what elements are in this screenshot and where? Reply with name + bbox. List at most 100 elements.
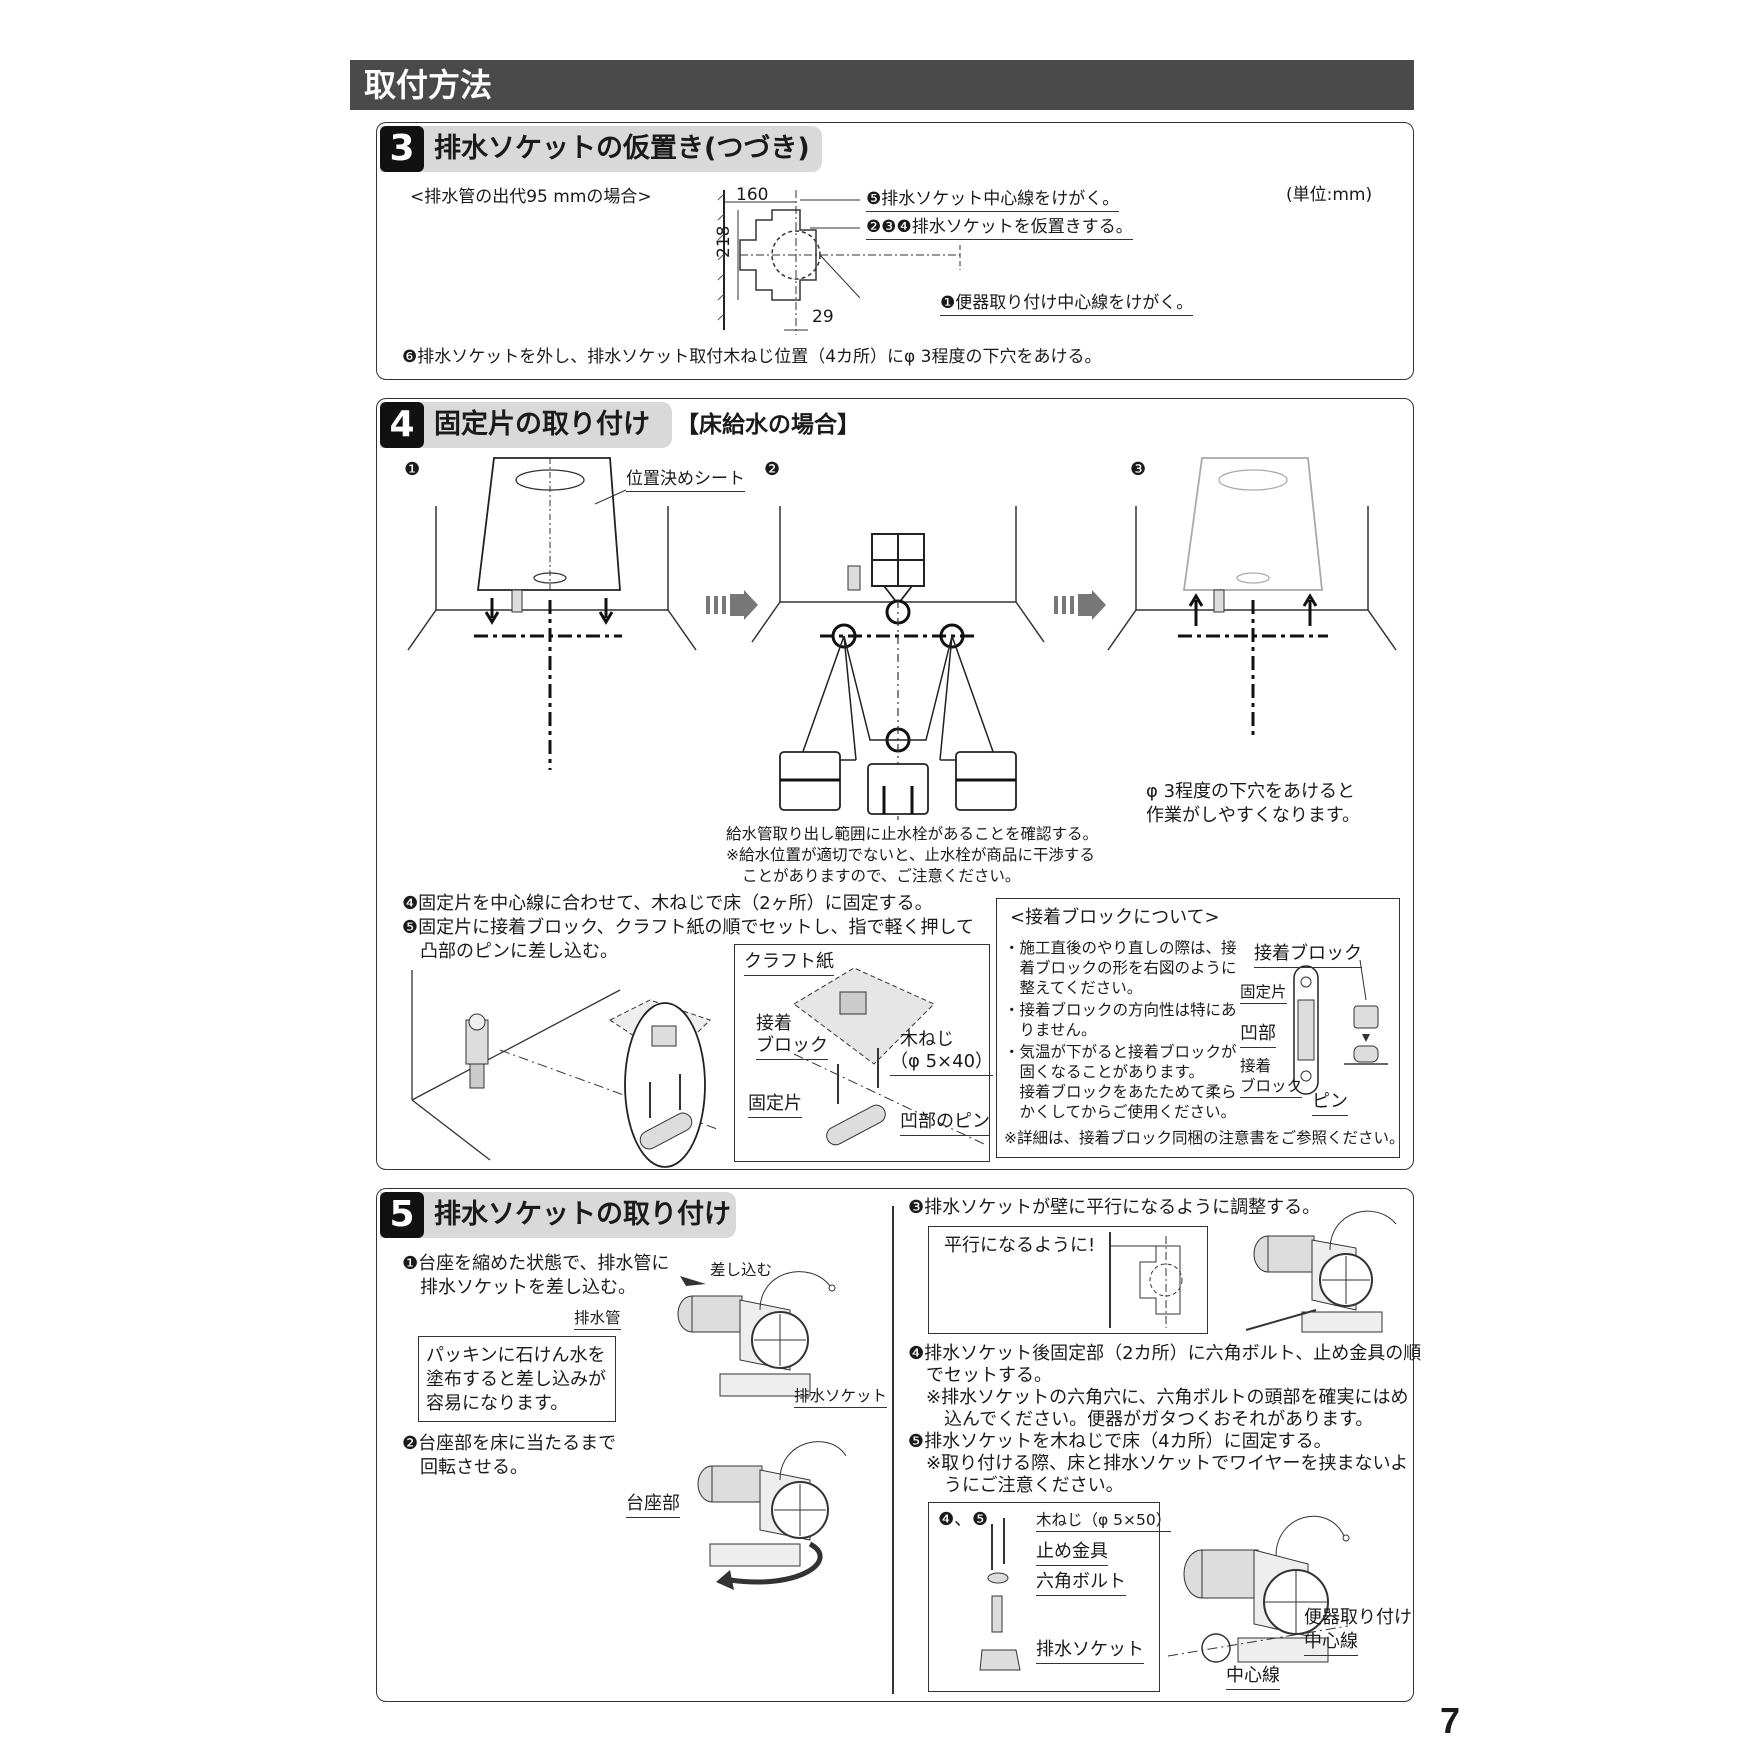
label-base: 台座部 bbox=[626, 1492, 680, 1518]
base-rotate-diagram bbox=[697, 1441, 847, 1590]
step4-instruction-4: ❹固定片を中心線に合わせて、木ねじで床（2ヶ所）に固定する。 bbox=[402, 893, 933, 914]
packing-note-0: パッキンに石けん水を bbox=[426, 1345, 606, 1366]
water-note-2: ※給水位置が適切でないと、止水栓が商品に干渉する bbox=[726, 846, 1095, 864]
step5-instr-4c: ※排水ソケットの六角穴に、六角ボルトの頭部を確実にはめ bbox=[926, 1387, 1409, 1408]
callout-5: ❺排水ソケット中心線をけがく。 bbox=[866, 188, 1120, 212]
block-line-3: ・接着ブロックの方向性は特にあ bbox=[1004, 1001, 1237, 1019]
water-note-3: ことがありますので、ご注意ください。 bbox=[742, 867, 1021, 885]
step3-socket-diagram bbox=[717, 190, 961, 335]
label-insert: 差し込む bbox=[710, 1261, 773, 1279]
step4-sub2: ❷ bbox=[764, 459, 781, 480]
step5-title: 排水ソケットの取り付け bbox=[434, 1199, 731, 1230]
step5-instr-1b: 排水ソケットを差し込む。 bbox=[420, 1277, 636, 1298]
section-title: 取付方法 bbox=[364, 66, 493, 104]
parts-box bbox=[928, 1502, 1160, 1692]
callout-1: ❶便器取り付け中心線をけがく。 bbox=[940, 292, 1194, 316]
step5-instr-4d: 込んでください。便器がガタつくおそれがあります。 bbox=[944, 1409, 1374, 1430]
step3-case-note: <排水管の出代95 mmの場合> bbox=[410, 187, 652, 207]
hole-note-1: φ 3程度の下穴をあけると bbox=[1146, 781, 1356, 802]
label-fixing-piece: 固定片 bbox=[748, 1092, 802, 1118]
step4-instruction-5a: ❺固定片に接着ブロック、クラフト紙の順でセットし、指で軽く押して bbox=[402, 917, 974, 938]
step3-number: 3 bbox=[380, 126, 424, 172]
step5-divider bbox=[892, 1206, 894, 1694]
label-drain-pipe: 排水管 bbox=[574, 1308, 621, 1330]
label-adhesive-block-b: ブロック bbox=[756, 1034, 828, 1060]
step5-instr-5c: うにご注意ください。 bbox=[944, 1475, 1124, 1496]
label-center-line: 中心線 bbox=[1226, 1664, 1280, 1690]
label-wood-screw-b: （φ 5×40） bbox=[890, 1050, 994, 1076]
socket-fix-diagram bbox=[1167, 1515, 1350, 1663]
fixing-perspective-diagram bbox=[411, 970, 721, 1161]
block-line-5: ・気温が下がると接着ブロックが bbox=[1004, 1043, 1237, 1061]
water-note-1: 給水管取り出し範囲に止水栓があることを確認する。 bbox=[726, 825, 1099, 843]
adhesive-block-info-box bbox=[996, 898, 1400, 1158]
step5-instr-4b: でセットする。 bbox=[926, 1365, 1052, 1386]
fixing-detail-ellipse bbox=[609, 999, 711, 1168]
label-clamp: 止め金具 bbox=[1036, 1540, 1108, 1566]
socket-adjust-diagram bbox=[1245, 1210, 1397, 1333]
parallel-box bbox=[928, 1226, 1208, 1334]
step5-panel bbox=[376, 1188, 1414, 1702]
step4-sub3: ❸ bbox=[1130, 459, 1147, 480]
label-positioning-sheet: 位置決めシート bbox=[626, 468, 745, 492]
step5-heading bbox=[380, 1192, 736, 1238]
page-number: 7 bbox=[1440, 1700, 1461, 1741]
label-toilet-center-b: 中心線 bbox=[1304, 1630, 1358, 1656]
label-drain-socket-2: 排水ソケット bbox=[1036, 1638, 1144, 1664]
packing-note-box bbox=[418, 1336, 616, 1422]
parts-ref: ❹、❺ bbox=[938, 1509, 989, 1530]
figure-label-block2-b: ブロック bbox=[1240, 1076, 1303, 1098]
step3-heading bbox=[380, 126, 822, 172]
block-line-6: 固くなることがあります。 bbox=[1004, 1063, 1204, 1081]
block-line-0: ・施工直後のやり直しの際は、接 bbox=[1004, 939, 1237, 957]
parallel-diagram bbox=[1109, 1232, 1183, 1328]
step4-sub1: ❶ bbox=[404, 459, 421, 480]
label-wood-screw-50: 木ねじ（φ 5×50） bbox=[1036, 1510, 1172, 1532]
step4-title: 固定片の取り付け bbox=[434, 409, 650, 440]
step5-instr-5b: ※取り付ける際、床と排水ソケットでワイヤーを挟まないよ bbox=[926, 1453, 1409, 1474]
figure-label-pin: ピン bbox=[1312, 1090, 1348, 1116]
label-kraft-paper: クラフト紙 bbox=[744, 950, 834, 976]
block-box-footer: ※詳細は、接着ブロック同梱の注意書をご参照ください。 bbox=[1004, 1129, 1405, 1147]
packing-note-2: 容易になります。 bbox=[426, 1393, 569, 1414]
step5-instr-1a: ❶台座を縮めた状態で、排水管に bbox=[402, 1253, 670, 1274]
block-line-7: 接着ブロックをあたためて柔ら bbox=[1004, 1083, 1237, 1101]
adhesive-block-figure bbox=[1293, 959, 1388, 1095]
scene2-fixing-diagram bbox=[751, 506, 1045, 820]
dim-218: 218 bbox=[714, 225, 734, 258]
label-toilet-center-a: 便器取り付け bbox=[1304, 1607, 1412, 1628]
step5-instr-2a: ❷台座部を床に当たるまで bbox=[402, 1433, 617, 1454]
figure-label-block2-a: 接着 bbox=[1240, 1057, 1272, 1075]
block-line-2: 整えてください。 bbox=[1004, 979, 1143, 997]
label-recess-pin: 凹部のピン bbox=[900, 1110, 990, 1136]
step5-instr-4a: ❹排水ソケット後固定部（2カ所）に六角ボルト、止め金具の順 bbox=[908, 1343, 1422, 1364]
step4-instruction-5b: 凸部のピンに差し込む。 bbox=[420, 941, 618, 962]
callout-234: ❷❸❹排水ソケットを仮置きする。 bbox=[866, 216, 1133, 240]
label-wood-screw-a: 木ねじ bbox=[900, 1029, 954, 1050]
step5-instr-5a: ❺排水ソケットを木ねじで床（4カ所）に固定する。 bbox=[908, 1431, 1332, 1452]
step4-heading bbox=[380, 402, 672, 448]
arrow-2-to-3 bbox=[1054, 590, 1106, 620]
step4-number: 4 bbox=[380, 402, 424, 448]
step5-instr-3: ❸排水ソケットが壁に平行になるように調整する。 bbox=[908, 1197, 1321, 1218]
label-hex-bolt: 六角ボルト bbox=[1036, 1570, 1126, 1596]
figure-label-recess: 凹部 bbox=[1240, 1022, 1276, 1048]
block-line-1: 着ブロックの形を右図のように bbox=[1004, 959, 1237, 977]
step3-instruction-6: ❻排水ソケットを外し、排水ソケット取付木ねじ位置（4カ所）にφ 3程度の下穴をあ… bbox=[402, 347, 1102, 367]
step5-number: 5 bbox=[380, 1192, 424, 1238]
scene1-sheet-diagram bbox=[407, 457, 697, 770]
step3-title: 排水ソケットの仮置き(つづき) bbox=[434, 133, 810, 164]
section-header: 取付方法 bbox=[350, 60, 1414, 110]
hole-note-2: 作業がしやすくなります。 bbox=[1146, 805, 1361, 826]
figure-label-fixing: 固定片 bbox=[1240, 982, 1287, 1004]
figure-label-block: 接着ブロック bbox=[1254, 942, 1362, 968]
packing-note-1: 塗布すると差し込みが bbox=[426, 1369, 606, 1390]
step3-unit-note: (単位:mm) bbox=[1286, 185, 1373, 205]
label-drain-socket: 排水ソケット bbox=[794, 1386, 888, 1408]
parallel-note: 平行になるように! bbox=[944, 1235, 1096, 1256]
step4-subtitle: 【床給水の場合】 bbox=[676, 412, 860, 438]
block-box-title: <接着ブロックについて> bbox=[1010, 907, 1220, 928]
dim-160: 160 bbox=[736, 185, 769, 205]
parts-exploded-diagram bbox=[979, 1518, 1021, 1671]
label-adhesive-block-a: 接着 bbox=[756, 1013, 792, 1034]
